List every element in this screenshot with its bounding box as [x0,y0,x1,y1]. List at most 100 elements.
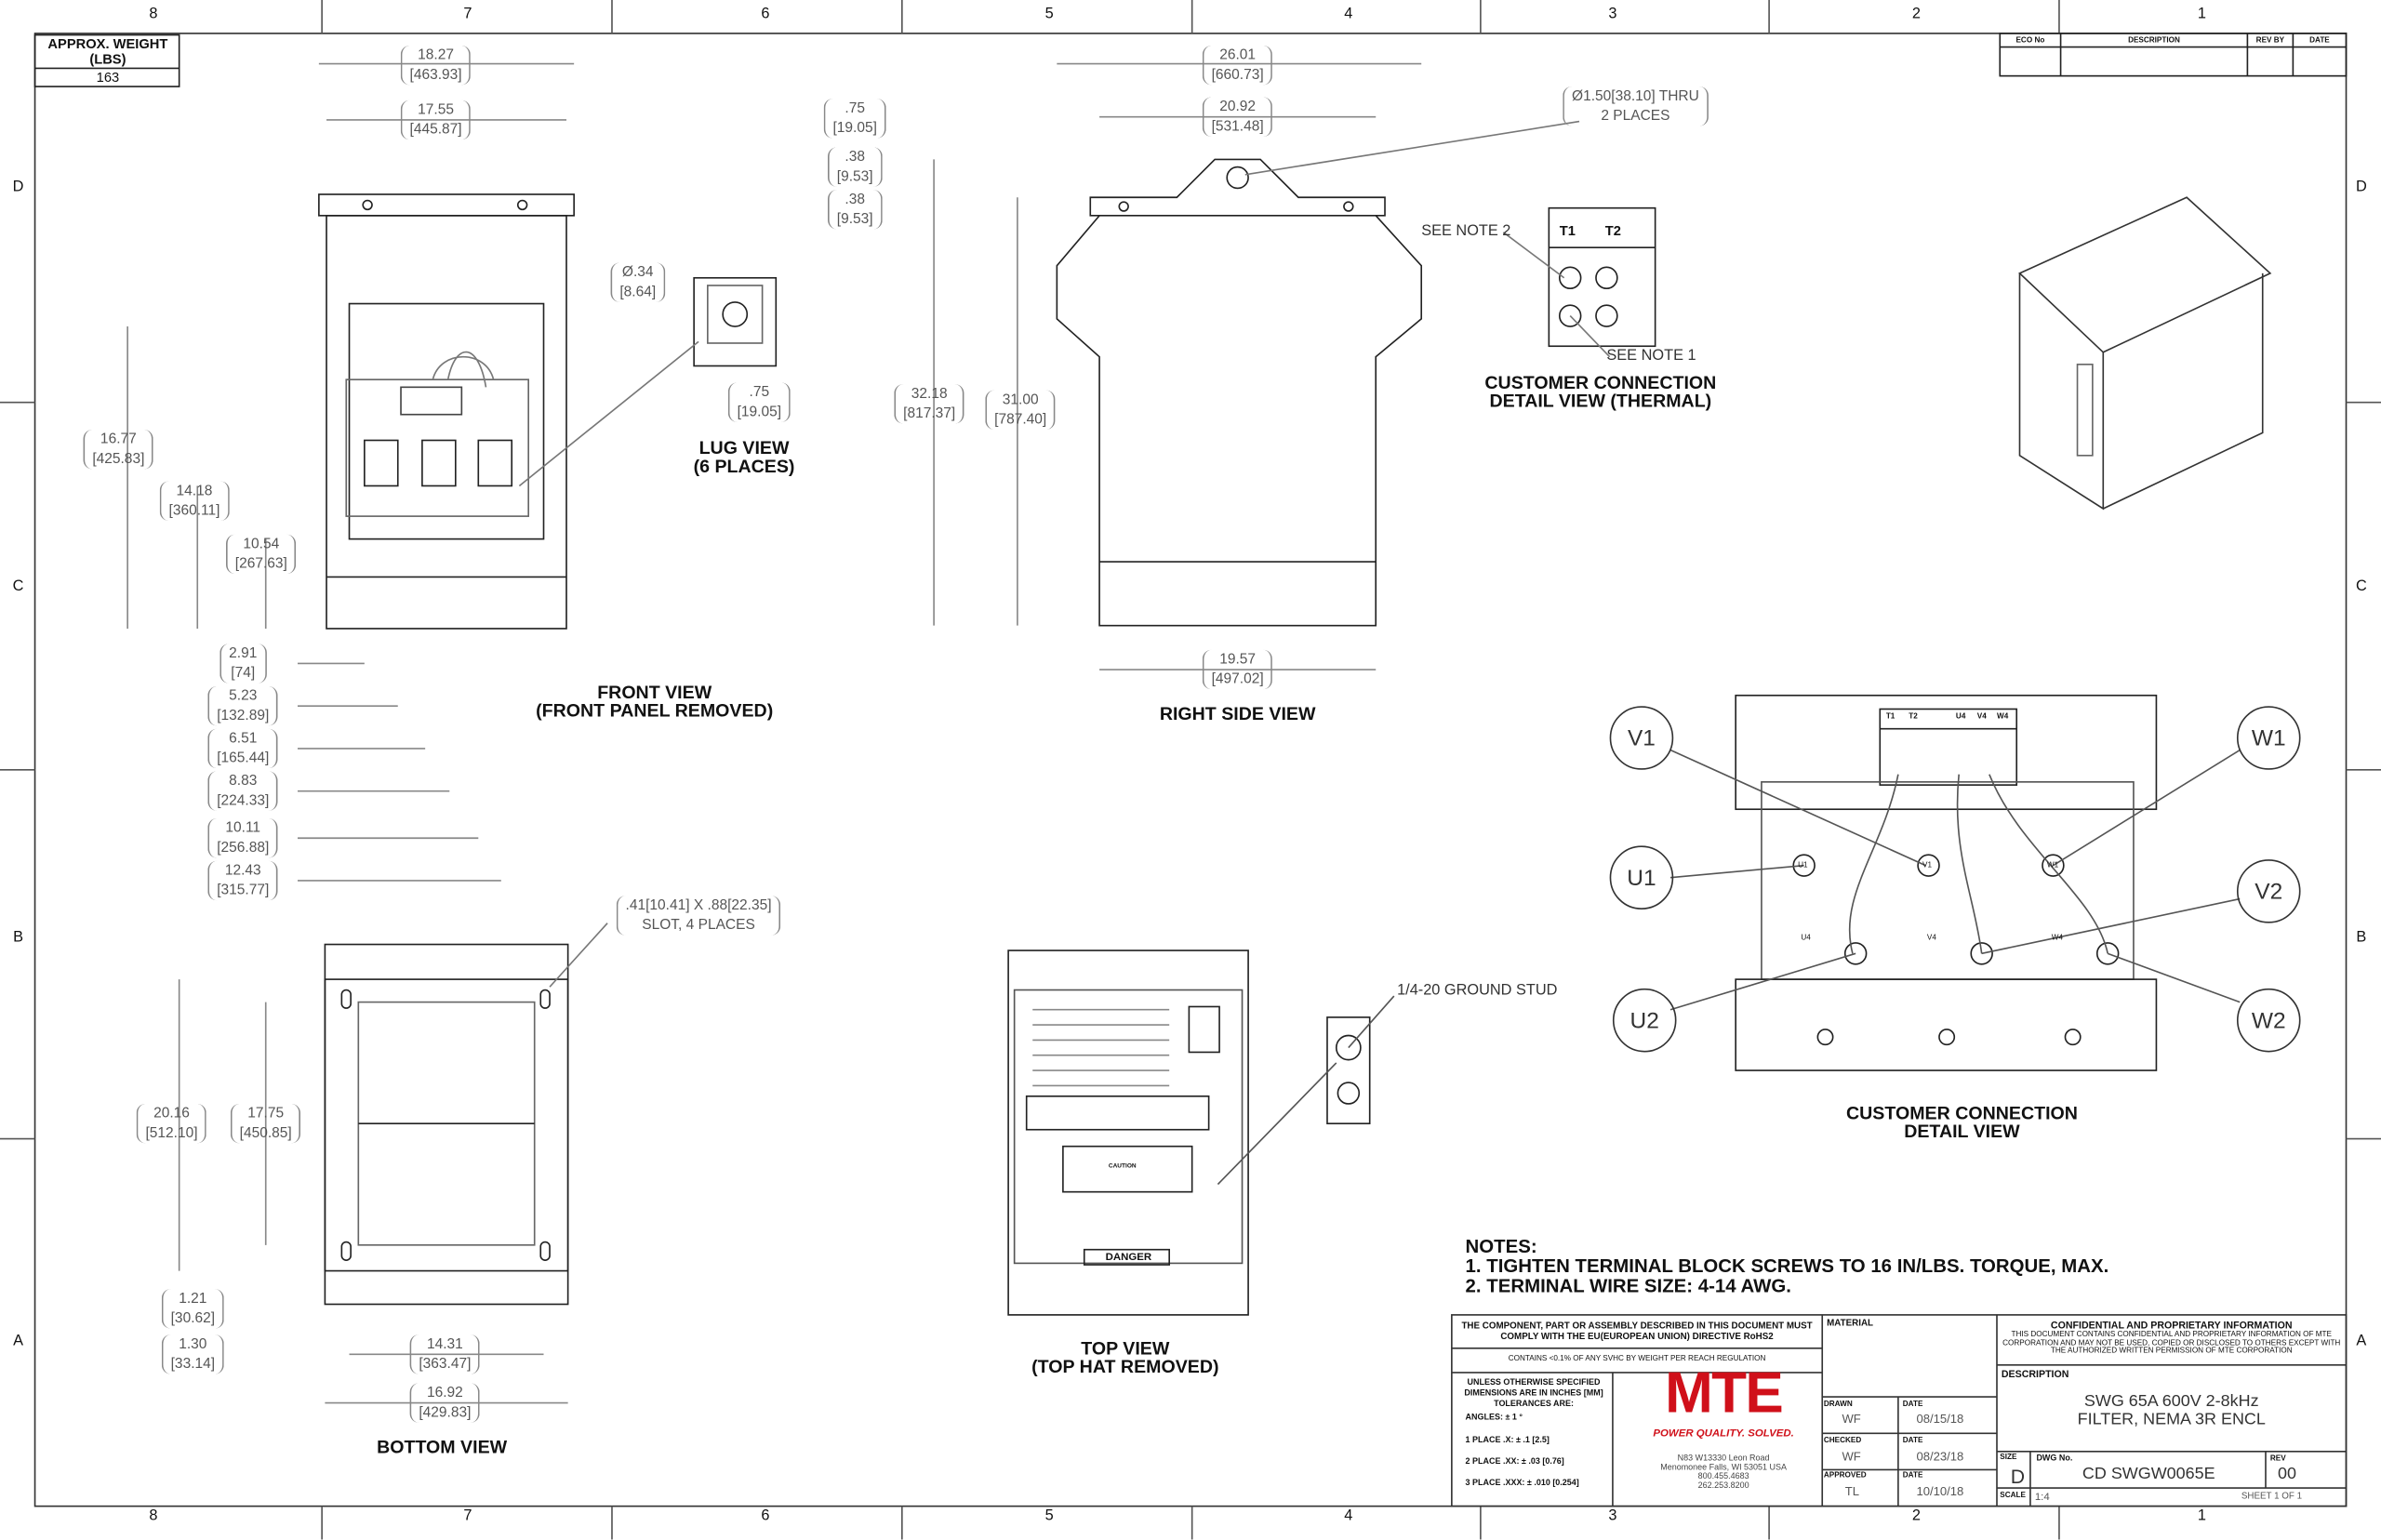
zone-b: B [13,929,24,947]
zone-8: 8 [149,6,158,23]
drawn-date: 08/15/18 [1916,1412,1964,1427]
sheet-number: SHEET 1 OF 1 [2241,1492,2303,1502]
approved-label: APPROVED [1823,1471,1867,1480]
weight-value: 163 [96,70,120,86]
thermal-t1: T1 [1559,223,1576,239]
dim-side-base-width: 19.57[497.02] [1202,649,1273,690]
rev-header-date: DATE [2309,36,2330,46]
approved-by: TL [1844,1484,1859,1499]
balloon-u1: U1 [1609,845,1674,909]
rohs-statement: THE COMPONENT, PART OR ASSEMBLY DESCRIBE… [1461,1322,1813,1343]
danger-label: DANGER [1105,1252,1152,1264]
checked-date-label: DATE [1902,1436,1923,1446]
coil-v4: V4 [1926,934,1936,943]
dim-terminal-3: 6.51[165.44] [207,728,279,769]
isometric-view-drawing [2018,196,2272,511]
dim-terminal-2: 5.23[132.89] [207,685,279,726]
dim-front-height-3: 10.54[267.63] [225,534,297,575]
lug-view-title: LUG VIEW(6 PLACES) [693,437,795,477]
callout-ground-stud: 1/4-20 GROUND STUD [1397,982,1558,1000]
block-v4: V4 [1976,711,1987,722]
reach-statement: CONTAINS <0.1% OF ANY SVHC BY WEIGHT PER… [1508,1354,1766,1364]
size-value: D [2010,1465,2026,1489]
dim-bottom-depth: 20.16[512.10] [136,1103,207,1144]
confidential-title: CONFIDENTIAL AND PROPRIETARY INFORMATION [2050,1321,2293,1332]
block-w4: W4 [1997,711,2009,722]
drawn-label: DRAWN [1823,1400,1853,1410]
dim-terminal-6: 12.43[315.77] [207,860,279,901]
dim-slot-spacing-width: 14.31[363.47] [409,1334,481,1374]
dim-front-height-2: 14.18[360.11] [159,481,230,522]
dim-body-height: 31.00[787.40] [985,390,1057,431]
zone-8-bottom: 8 [149,1507,158,1525]
rev-header-description: DESCRIPTION [2128,36,2180,46]
rev-header-eco: ECO No [2015,36,2045,46]
zone-6-bottom: 6 [761,1507,770,1525]
weight-label: APPROX. WEIGHT (LBS) [47,36,168,67]
confidential-text: THIS DOCUMENT CONTAINS CONFIDENTIAL AND … [2002,1330,2341,1357]
dim-lug-height: .75[19.05] [823,99,886,139]
rev-label: REV [2269,1454,2286,1464]
zone-1-bottom: 1 [2197,1507,2206,1525]
balloon-v1: V1 [1609,706,1674,770]
drawn-by: WF [1842,1412,1861,1427]
dim-lug-width: .75[19.05] [727,382,791,422]
customer-connection-detail-drawing [1735,694,2158,1071]
front-view-title: FRONT VIEW(FRONT PANEL REMOVED) [536,682,774,722]
zone-7-bottom: 7 [463,1507,472,1525]
zone-a: A [13,1333,24,1350]
zone-5: 5 [1044,6,1054,23]
zone-2: 2 [1911,6,1922,23]
block-u4: U4 [1955,711,1966,722]
block-t1: T1 [1885,711,1895,722]
front-view-drawing [318,193,575,630]
dwg-number: CD SWGW0065E [2082,1465,2215,1484]
dim-front-height-1: 16.77[425.83] [83,430,154,470]
mte-tagline: POWER QUALITY. SOLVED. [1653,1428,1794,1440]
tolerance-angles: ANGLES: ± 1 ° [1465,1414,1523,1423]
dim-slot-spacing-depth: 17.75[450.85] [230,1103,301,1144]
rev-header-revby: REV BY [2255,36,2285,46]
dim-side-overall-width: 26.01[660.73] [1202,45,1273,86]
zone-a-right: A [2356,1333,2367,1350]
callout-see-note-2: SEE NOTE 2 [1421,223,1511,240]
tolerance-3-place: 3 PLACE .XXX: ± .010 [0.254] [1465,1479,1579,1489]
balloon-w2: W2 [2236,988,2301,1053]
balloon-w1: W1 [2236,706,2301,770]
dim-slot-offset-1: 1.21[30.62] [161,1289,224,1329]
tolerance-header: UNLESS OTHERWISE SPECIFIED DIMENSIONS AR… [1464,1378,1603,1410]
block-t2: T2 [1909,711,1918,722]
mte-logo: MTE [1665,1361,1784,1427]
dim-lug-offset-1: .38[9.53] [828,147,883,187]
zone-4: 4 [1344,6,1353,23]
zone-d-right: D [2355,179,2367,196]
zone-d: D [12,179,24,196]
dim-overall-width-front: 18.27[463.93] [400,45,472,86]
zone-3-bottom: 3 [1608,1507,1617,1525]
zone-6: 6 [761,6,770,23]
scale-value: 1:4 [2034,1492,2050,1504]
coil-v1: V1 [1922,860,1932,870]
thermal-t2: T2 [1604,223,1621,239]
top-view-drawing [1007,949,1249,1316]
size-label: SIZE [2000,1453,2017,1463]
zone-4-bottom: 4 [1344,1507,1353,1525]
right-side-view-title: RIGHT SIDE VIEW [1159,702,1316,724]
right-side-view-drawing [1056,158,1423,627]
drawn-date-label: DATE [1902,1400,1923,1410]
callout-see-note-1: SEE NOTE 1 [1606,347,1696,365]
checked-label: CHECKED [1823,1436,1862,1446]
approved-date-label: DATE [1902,1471,1923,1480]
checked-by: WF [1842,1450,1861,1464]
coil-w1: W1 [2046,860,2059,870]
dim-overall-height: 32.18[817.37] [894,384,965,424]
scale-label: SCALE [2000,1491,2026,1501]
caution-label: CAUTION [1108,1162,1137,1170]
zone-c-right: C [2355,578,2367,596]
coil-w4: W4 [2051,934,2064,943]
